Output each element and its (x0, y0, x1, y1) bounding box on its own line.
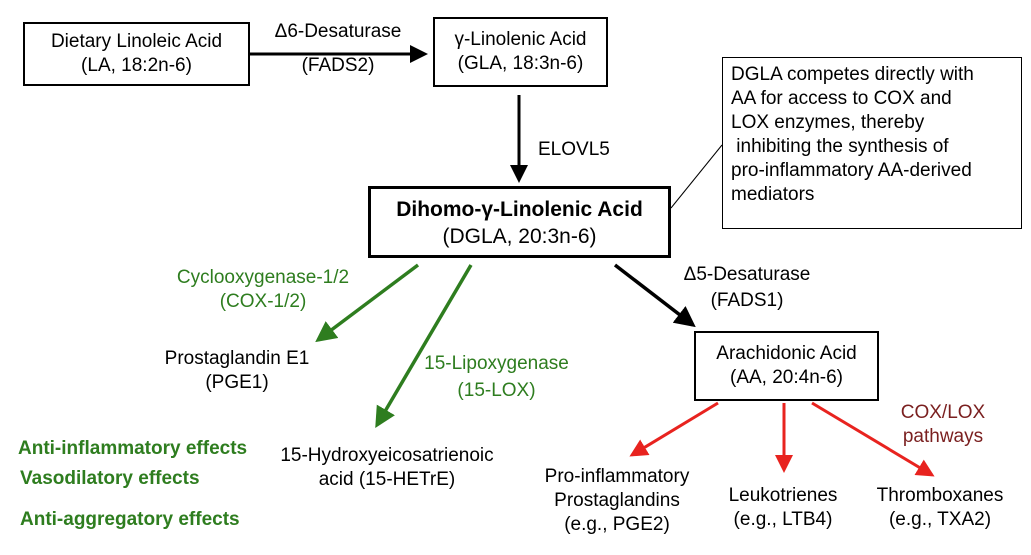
pro-pg-line-3: (e.g., PGE2) (564, 514, 670, 535)
enzyme-cox: Cyclooxygenase-1/2 (COX-1/2) (173, 266, 353, 314)
product-pro-inflammatory-prostaglandins: Pro-inflammatory Prostaglandins (e.g., P… (527, 465, 707, 537)
note-pointer-line (670, 144, 723, 209)
arrow-dgla-to-hetre (375, 264, 473, 429)
note-line-2: AA for access to COX and (731, 88, 952, 109)
effect-anti-aggregatory: Anti-aggregatory effects (20, 509, 240, 530)
effect-anti-inflammatory: Anti-inflammatory effects (18, 438, 248, 459)
arrow-dgla-to-aa (613, 263, 696, 328)
node-dgla: Dihomo-γ-Linolenic Acid (DGLA, 20:3n-6) (368, 186, 671, 258)
product-hetre-abbrev: acid (15-HETrE) (318, 469, 456, 490)
enzyme-d6-name: Δ6-Desaturase (274, 21, 402, 42)
node-la-abbrev: (LA, 18:2n-6) (81, 55, 192, 76)
effect-vasodilatory: Vasodilatory effects (20, 468, 200, 489)
enzyme-d6-desaturase: Δ6-Desaturase (FADS2) (262, 20, 414, 78)
enzyme-d5-desaturase: Δ5-Desaturase (FADS1) (672, 263, 822, 313)
note-line-1: DGLA competes directly with (731, 64, 974, 85)
node-gla-abbrev: (GLA, 18:3n-6) (457, 53, 584, 74)
enzyme-cox-abbrev: (COX-1/2) (219, 291, 307, 312)
thromboxanes-example: (e.g., TXA2) (888, 509, 992, 530)
product-leukotrienes: Leukotrienes (e.g., LTB4) (713, 484, 853, 532)
product-pge1-abbrev: (PGE1) (205, 372, 269, 393)
note-line-4: inhibiting the synthesis of (731, 136, 949, 157)
note-box: DGLA competes directly with AA for acces… (722, 57, 1022, 229)
node-aa-abbrev: (AA, 20:4n-6) (730, 367, 843, 388)
enzyme-elovl5: ELOVL5 (538, 139, 610, 160)
thromboxanes-name: Thromboxanes (876, 485, 1004, 506)
note-line-3: LOX enzymes, thereby (731, 112, 925, 133)
node-la-name: Dietary Linoleic Acid (50, 31, 223, 52)
node-aa-name: Arachidonic Acid (716, 343, 857, 364)
enzyme-d5-gene: (FADS1) (710, 290, 784, 311)
leukotrienes-example: (e.g., LTB4) (733, 509, 833, 530)
node-aa: Arachidonic Acid (AA, 20:4n-6) (694, 331, 879, 401)
product-pge1: Prostaglandin E1 (PGE1) (152, 347, 322, 395)
leukotrienes-name: Leukotrienes (728, 485, 838, 506)
note-line-5: pro-inflammatory AA-derived (731, 160, 972, 181)
product-thromboxanes: Thromboxanes (e.g., TXA2) (865, 484, 1015, 532)
cox-lox-line-1: COX/LOX (900, 402, 986, 423)
enzyme-d6-gene: (FADS2) (301, 55, 375, 76)
node-dgla-name: Dihomo-γ-Linolenic Acid (396, 198, 643, 221)
node-gla: γ-Linolenic Acid (GLA, 18:3n-6) (433, 17, 608, 87)
label-cox-lox-pathways: COX/LOX pathways (893, 401, 993, 449)
pro-pg-line-1: Pro-inflammatory (544, 466, 690, 487)
node-dgla-abbrev: (DGLA, 20:3n-6) (442, 225, 597, 248)
cox-lox-line-2: pathways (902, 426, 984, 447)
node-gla-name: γ-Linolenic Acid (454, 29, 587, 50)
enzyme-15-lox: 15-Lipoxygenase (15-LOX) (424, 352, 569, 403)
enzyme-d5-name: Δ5-Desaturase (683, 264, 811, 285)
pro-pg-line-2: Prostaglandins (554, 490, 680, 511)
arrow-aa-to-thromboxanes (811, 401, 935, 477)
enzyme-cox-name: Cyclooxygenase-1/2 (176, 267, 350, 288)
product-pge1-name: Prostaglandin E1 (164, 348, 310, 369)
product-15-hetre: 15-Hydroxyeicosatrienoic acid (15-HETrE) (267, 444, 507, 492)
arrow-aa-to-pro-pg (629, 401, 719, 457)
enzyme-lox-abbrev: (15-LOX) (457, 380, 536, 401)
product-hetre-name: 15-Hydroxyeicosatrienoic (280, 445, 494, 466)
arrow-dgla-to-pge1 (315, 263, 420, 343)
enzyme-lox-name: 15-Lipoxygenase (424, 353, 569, 374)
note-line-6: mediators (731, 184, 815, 205)
node-la: Dietary Linoleic Acid (LA, 18:2n-6) (23, 22, 250, 86)
